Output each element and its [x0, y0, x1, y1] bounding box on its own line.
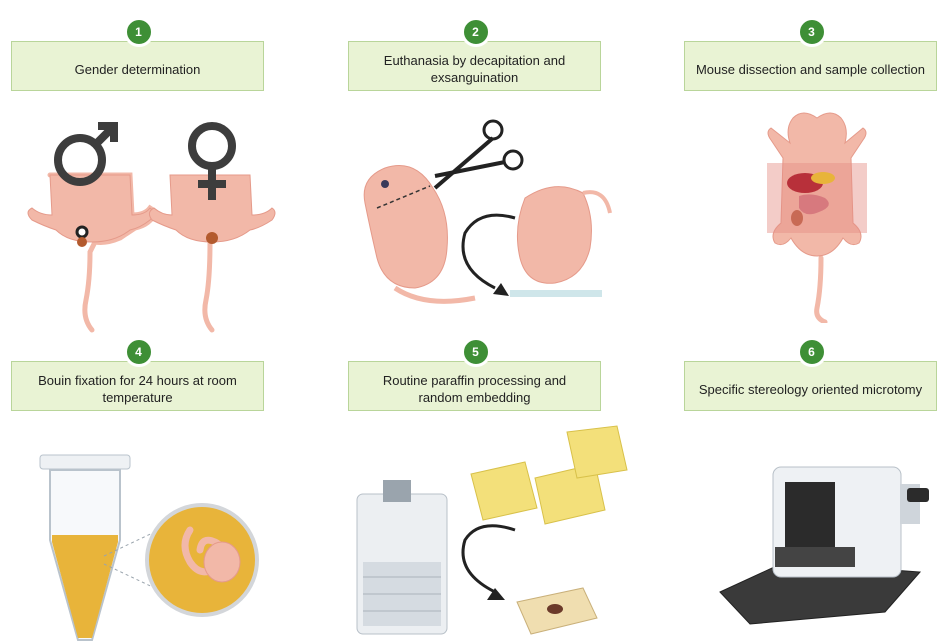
step-5-label: Routine paraffin processing and random e…	[348, 361, 601, 411]
paraffin-block-icon	[517, 588, 597, 634]
tube-icon	[40, 455, 130, 640]
step-6-label: Specific stereology oriented microtomy	[684, 361, 937, 411]
step-4-number: 4	[124, 337, 154, 367]
step-2-number: 2	[461, 17, 491, 47]
rotate-arrow-icon	[463, 215, 515, 288]
cassette-icon	[471, 426, 627, 524]
step-3: 3 Mouse dissection and sample collection	[684, 33, 939, 92]
euthanasia-illustration	[355, 118, 620, 313]
step-5: 5 Routine paraffin processing and random…	[348, 353, 603, 412]
headless-mouse-icon	[517, 187, 610, 284]
tissue-processor-icon	[357, 480, 447, 634]
step-1: 1 Gender determination	[11, 33, 266, 92]
step-4-label: Bouin fixation for 24 hours at room temp…	[11, 361, 264, 411]
step-6-number: 6	[797, 337, 827, 367]
step-2: 2 Euthanasia by decapitation and exsangu…	[348, 33, 603, 92]
fixation-illustration	[30, 450, 260, 643]
magnifier-icon	[147, 505, 257, 615]
paraffin-processing-illustration	[355, 422, 630, 643]
step-5-number: 5	[461, 337, 491, 367]
microtome-illustration	[715, 452, 935, 632]
step-6: 6 Specific stereology oriented microtomy	[684, 353, 939, 412]
microtome-icon	[720, 467, 929, 624]
testis-icon	[204, 542, 240, 582]
dissection-illustration	[755, 108, 885, 323]
neonate-mouse-icon	[364, 166, 475, 302]
genital-marker-icon	[77, 227, 87, 237]
collection-tray-icon	[510, 290, 602, 297]
step-3-label: Mouse dissection and sample collection	[684, 41, 937, 91]
step-1-number: 1	[124, 17, 154, 47]
step-4: 4 Bouin fixation for 24 hours at room te…	[11, 353, 266, 412]
gender-determination-illustration	[10, 120, 310, 335]
step-1-label: Gender determination	[11, 41, 264, 91]
male-mouse-icon	[28, 175, 156, 330]
scissors-icon	[435, 121, 522, 188]
step-3-number: 3	[797, 17, 827, 47]
rotate-arrow-icon	[463, 526, 515, 592]
step-2-label: Euthanasia by decapitation and exsanguin…	[348, 41, 601, 91]
